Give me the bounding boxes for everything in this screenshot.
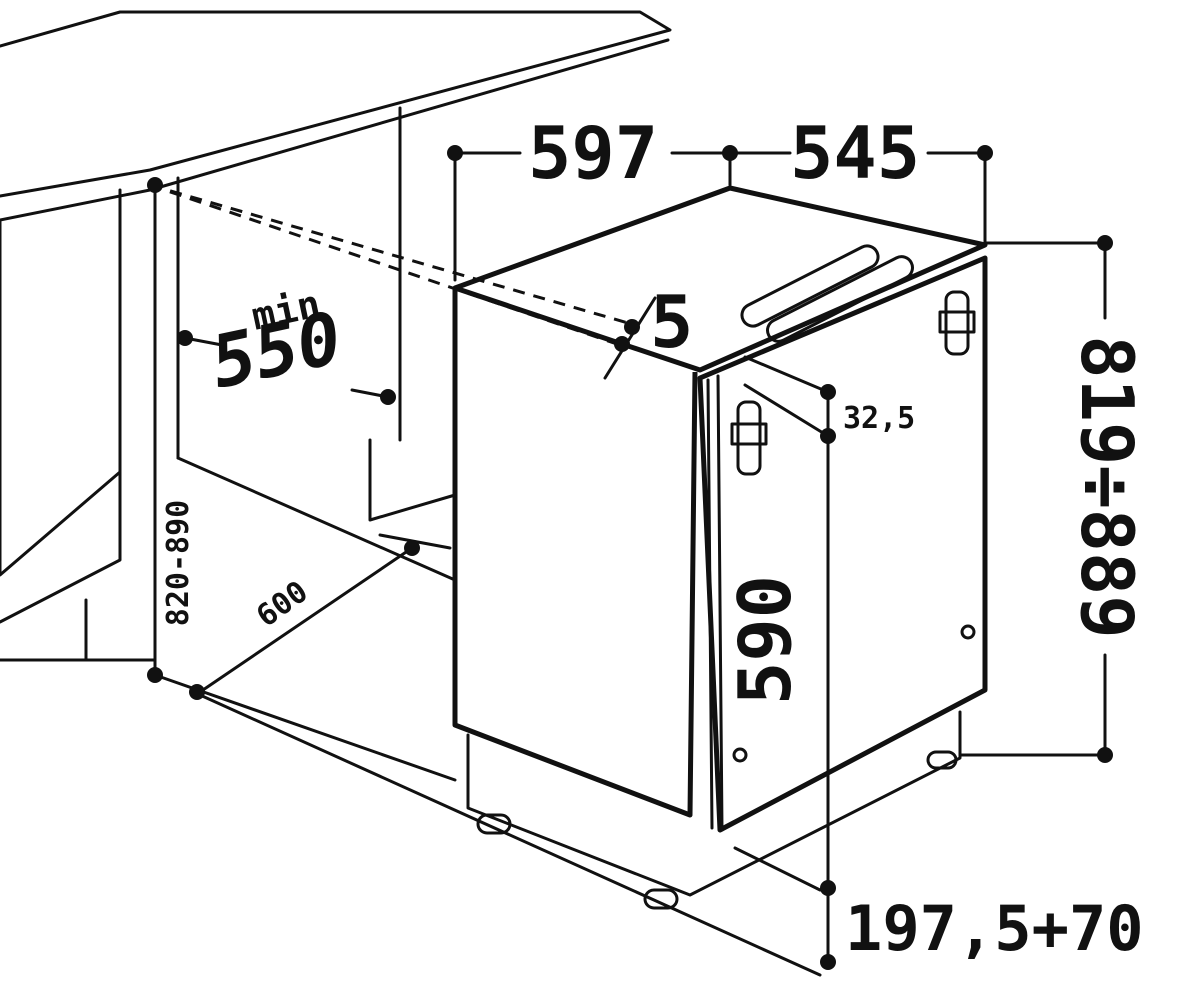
appliance-side — [452, 288, 698, 818]
hinge-icon — [938, 290, 976, 356]
dimension-lines — [149, 151, 1107, 964]
height-range-label: 819÷889 — [1065, 335, 1149, 638]
width-label: 597 — [528, 111, 658, 195]
left-panel-edge — [0, 470, 122, 624]
niche-depth-label: 600 — [250, 574, 314, 634]
niche-depth-min-label: 550 — [204, 295, 349, 404]
hinge-icon — [730, 400, 768, 476]
plinth-label: 197,5+70 — [845, 892, 1144, 965]
depth-label: 545 — [790, 111, 920, 195]
kitchen-niche — [0, 10, 822, 977]
left-panel — [0, 188, 122, 577]
vent-gap-label: 5 — [650, 280, 693, 364]
worktop-edge — [0, 10, 672, 198]
door-height-label: 590 — [723, 575, 807, 705]
dimension-points — [147, 145, 1113, 970]
dimension-labels: 597 545 819÷889 min 550 5 32,5 590 820-8… — [161, 111, 1149, 965]
door-offset-label: 32,5 — [843, 401, 915, 436]
appliance-door — [697, 255, 988, 833]
niche-height-label: 820-890 — [161, 500, 196, 626]
